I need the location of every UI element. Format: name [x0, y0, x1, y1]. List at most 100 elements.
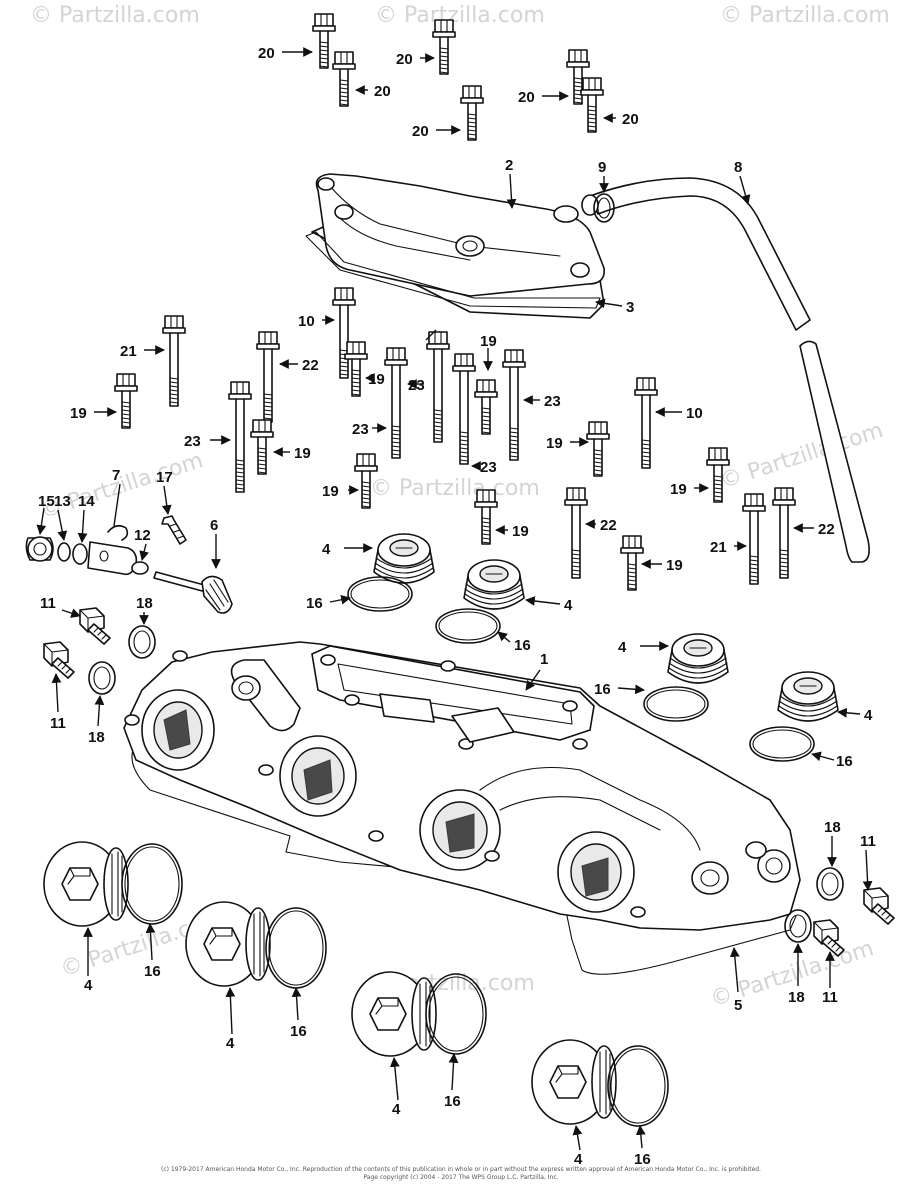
bolt: [620, 535, 644, 591]
bolt: [228, 381, 252, 493]
copyright-notice: (c) 1979-2017 American Honda Motor Co., …: [0, 1166, 922, 1182]
bolt: [772, 487, 796, 579]
copyright-line: (c) 1979-2017 American Honda Motor Co., …: [161, 1166, 761, 1173]
callout-5: 5: [734, 997, 742, 1014]
callout-22: 22: [818, 521, 835, 538]
large-plug: [185, 901, 271, 987]
callout-4: 4: [84, 977, 93, 994]
large-plug: [351, 971, 437, 1057]
callout-19: 19: [512, 523, 529, 540]
callout-14: 14: [78, 493, 95, 510]
callout-16: 16: [634, 1151, 651, 1168]
callout-6: 6: [210, 517, 218, 534]
port-3: [419, 789, 501, 871]
callout-1: 1: [540, 651, 548, 668]
callout-18: 18: [136, 595, 153, 612]
o-ring: [607, 1045, 669, 1127]
callout-20: 20: [396, 51, 413, 68]
callout-4: 4: [864, 707, 873, 724]
callout-2: 2: [505, 157, 513, 174]
watermark-text: © Partzilla.com: [30, 3, 200, 28]
bolt: [634, 377, 658, 469]
callout-7: 7: [112, 467, 120, 484]
callout-18: 18: [788, 989, 805, 1006]
port-2: [279, 735, 357, 817]
callout-21: 21: [120, 343, 137, 360]
callout-23: 23: [352, 421, 369, 438]
right-plugs: [784, 867, 895, 957]
callout-19: 19: [368, 371, 385, 388]
callout-19: 19: [670, 481, 687, 498]
bolt-set-20: [312, 13, 604, 141]
port-4: [557, 831, 635, 913]
callout-19: 19: [294, 445, 311, 462]
bolt: [114, 373, 138, 429]
callout-18: 18: [88, 729, 105, 746]
callout-10: 10: [298, 313, 315, 330]
callout-16: 16: [306, 595, 323, 612]
bolt: [432, 19, 456, 75]
cylinder-head-cover: [123, 641, 801, 975]
o-ring: [435, 608, 501, 644]
callout-20: 20: [258, 45, 275, 62]
callout-10: 10: [686, 405, 703, 422]
o-ring: [265, 907, 327, 989]
callout-23: 23: [544, 393, 561, 410]
bolt: [332, 51, 356, 107]
bolt: [452, 353, 476, 465]
callout-19: 19: [666, 557, 683, 574]
callout-15: 15: [38, 493, 55, 510]
left-plugs: [43, 607, 156, 695]
port-cap: [373, 533, 435, 584]
sealing-washer: [128, 625, 156, 659]
bolt: [566, 49, 590, 105]
callout-20: 20: [374, 83, 391, 100]
bolt: [312, 13, 336, 69]
bolt: [586, 421, 610, 477]
watermark-text: © Partzilla.com: [370, 476, 540, 501]
port-cap: [463, 559, 525, 610]
cover-gasket: [305, 231, 601, 309]
callout-labels: 20 20 20 20 20 20 2 3 8 9 21 19 22 23 19…: [38, 45, 876, 1168]
drain-plug: [863, 887, 895, 925]
bolt: [384, 347, 408, 459]
callout-22: 22: [302, 357, 319, 374]
o-ring: [121, 843, 183, 925]
callout-3: 3: [626, 299, 634, 316]
large-plug: [531, 1039, 617, 1125]
bolt: [256, 331, 280, 423]
callout-16: 16: [444, 1093, 461, 1110]
bolt: [474, 489, 498, 545]
callout-16: 16: [144, 963, 161, 980]
callout-9: 9: [598, 159, 606, 176]
callout-11: 11: [40, 595, 56, 612]
callout-4: 4: [226, 1035, 235, 1052]
large-plug: [43, 841, 129, 927]
callout-22: 22: [600, 517, 617, 534]
callout-17: 17: [156, 469, 173, 486]
callout-8: 8: [734, 159, 742, 176]
sealing-washer: [88, 661, 116, 695]
o-ring: [643, 686, 709, 722]
watermark-text: © Partzilla.com: [717, 418, 886, 494]
sealing-washer: [816, 867, 844, 901]
callout-23: 23: [184, 433, 201, 450]
tube-clip: [593, 193, 615, 223]
bolt: [580, 77, 604, 133]
copyright-line: Page copyright (c) 2004 - 2017 The WPS G…: [363, 1174, 559, 1181]
watermark-text: © Partzilla.com: [37, 448, 206, 524]
o-ring: [749, 726, 815, 762]
bolt: [250, 419, 274, 475]
callout-20: 20: [518, 89, 535, 106]
callout-16: 16: [514, 637, 531, 654]
drain-plug: [79, 607, 111, 645]
callout-4: 4: [392, 1101, 401, 1118]
bolt: [460, 85, 484, 141]
port-cap: [667, 633, 729, 684]
callout-23: 23: [408, 377, 425, 394]
port-cap: [777, 671, 839, 722]
bolt: [564, 487, 588, 579]
bolt: [742, 493, 766, 585]
callout-4: 4: [574, 1151, 583, 1168]
callout-18: 18: [824, 819, 841, 836]
